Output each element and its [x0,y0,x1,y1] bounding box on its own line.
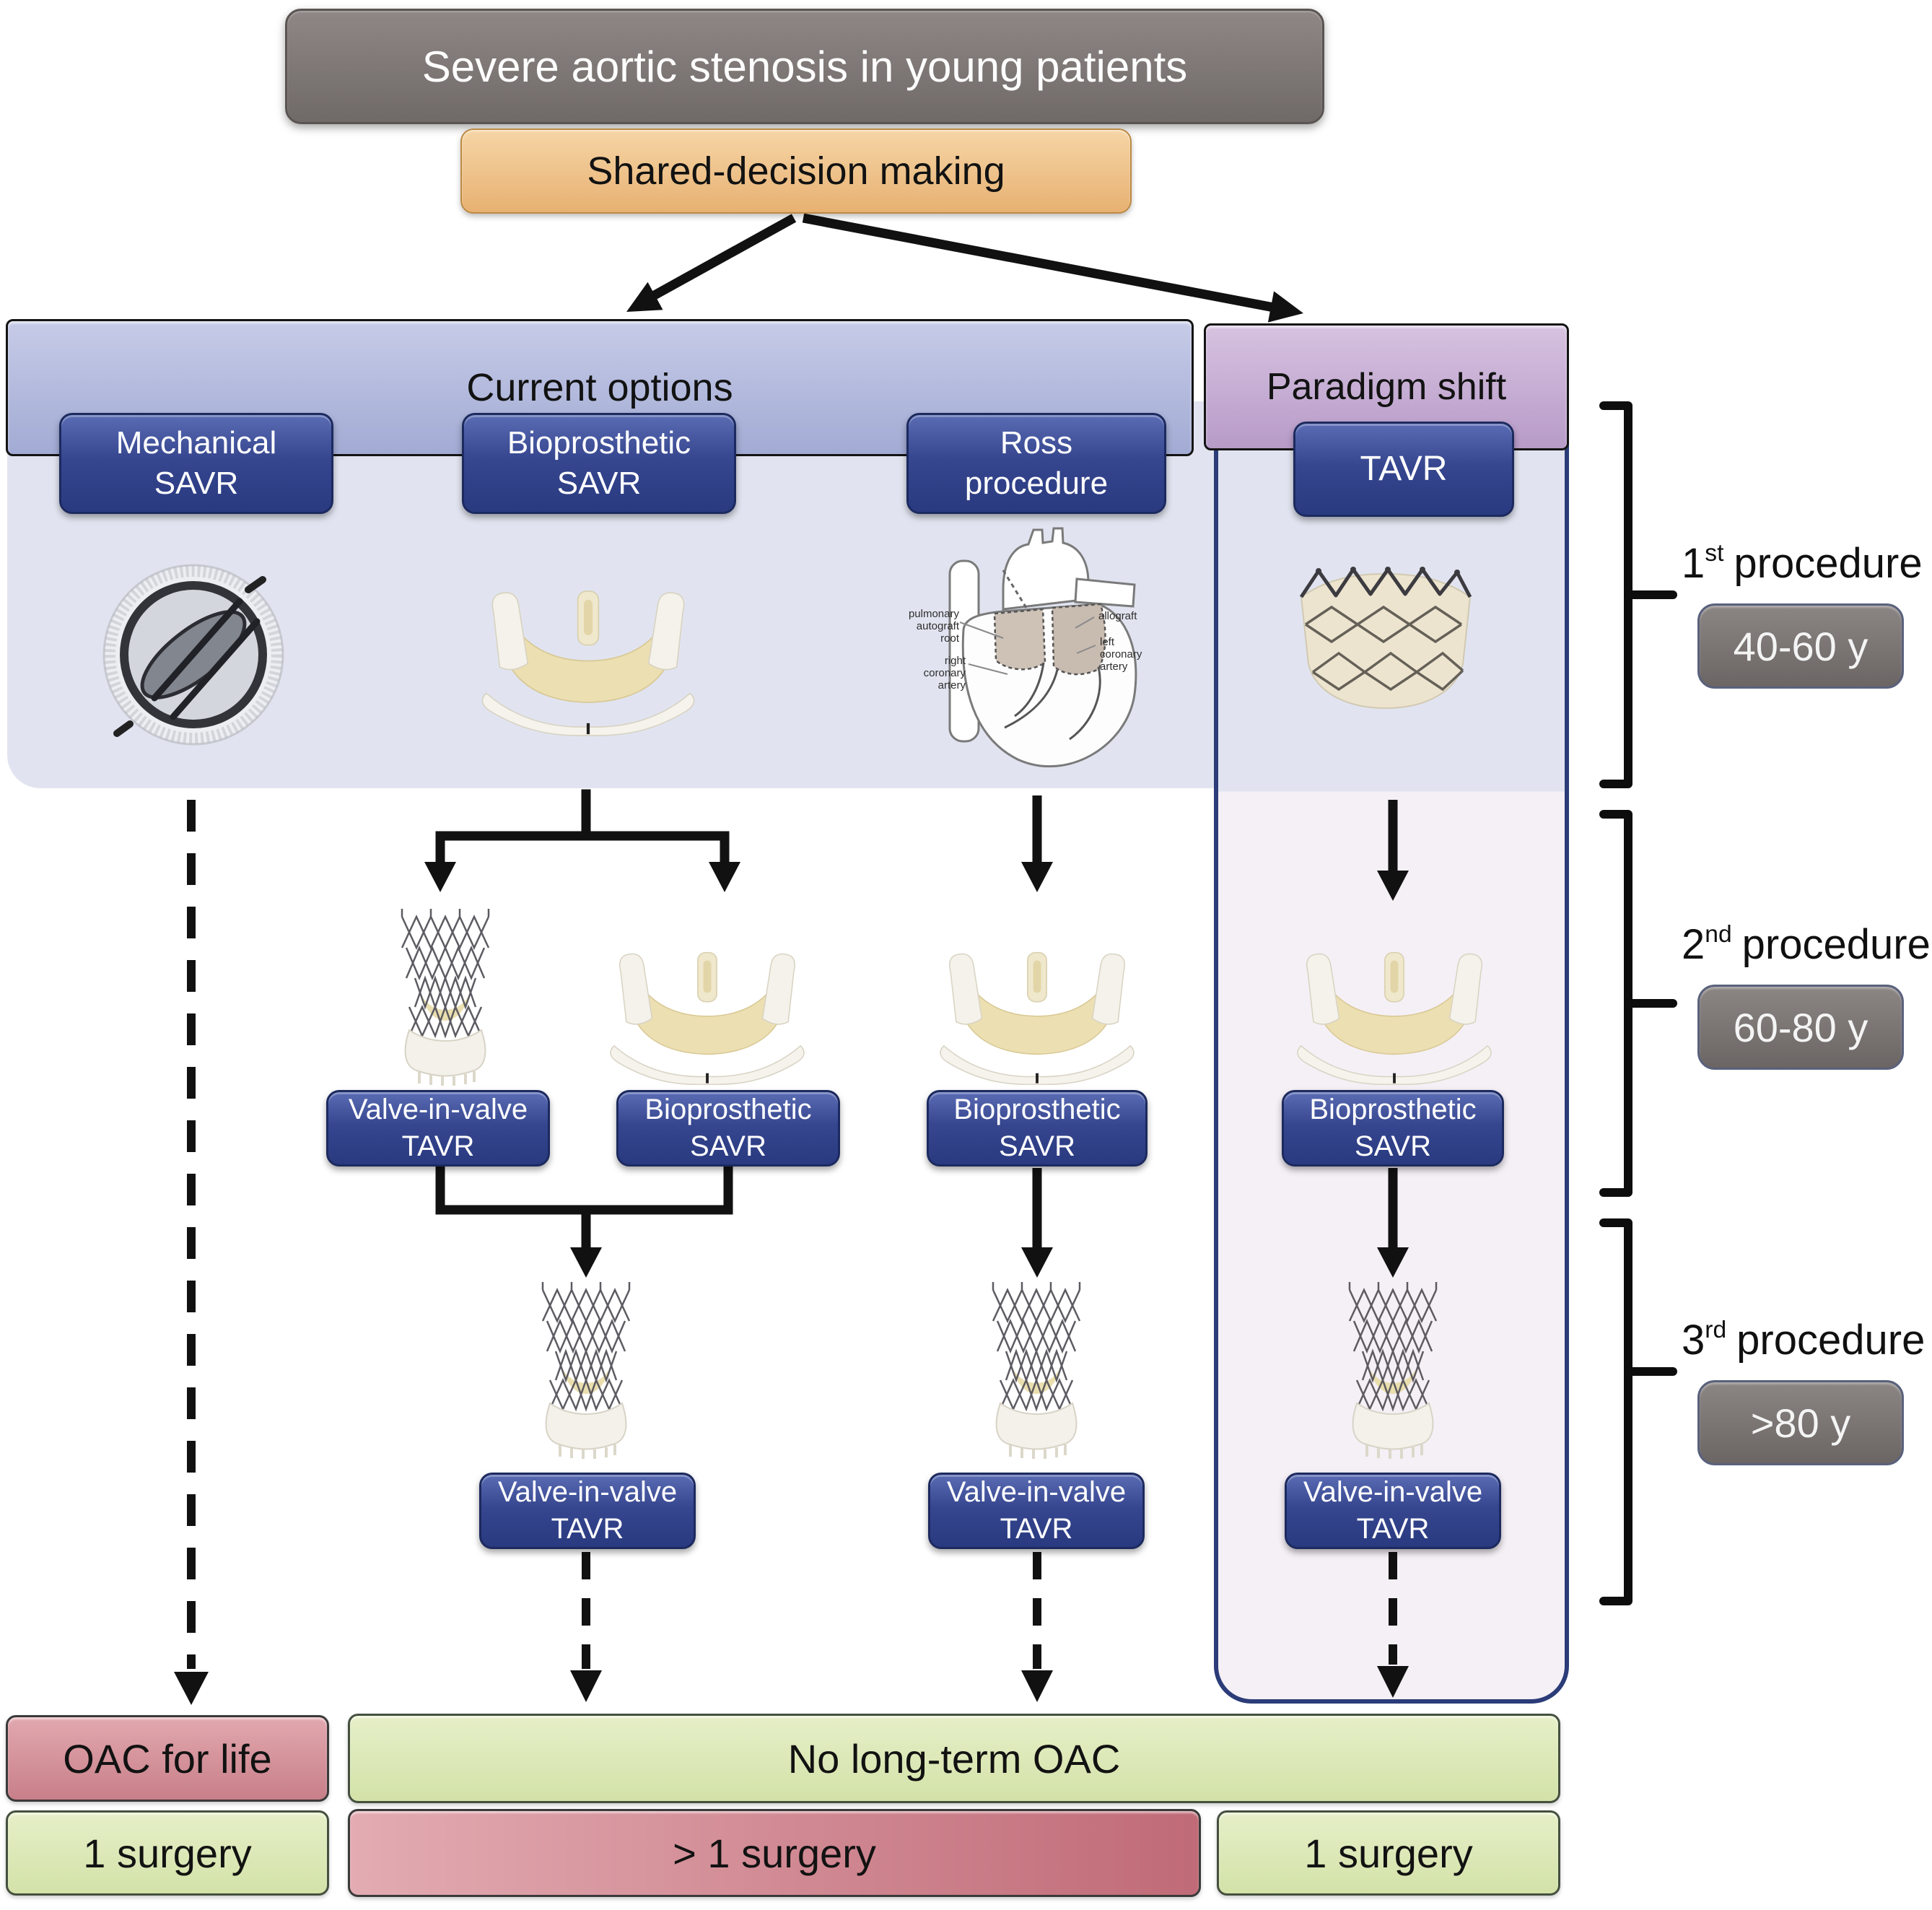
label-left-coronary-artery: left coronary artery [1100,636,1158,673]
box-one-surgery-left: 1 surgery [6,1810,329,1896]
label-allograft-text: allograft [1098,610,1137,622]
bioprosthetic-valve-image-col4 [1297,951,1492,1085]
box-mechanical-savr: Mechanical SAVR [59,413,333,514]
second-ordinal: 2 [1682,920,1705,968]
arrowhead-current [626,282,663,312]
box-row2-viv-tavr: Valve-in-valve TAVR [326,1090,550,1167]
oac-for-life-text: OAC for life [63,1735,272,1782]
page-title: Severe aortic stenosis in young patients [285,9,1324,124]
label-right-coronary-artery: right coronary artery [906,655,966,692]
label-pulmonary-text: pulmonary autograft root [908,608,959,645]
viv-tavr-stent-image-row2 [401,909,490,1086]
box-row3-viv-tavr-col3: Valve-in-valve TAVR [928,1473,1145,1549]
one-surgery-left-text: 1 surgery [83,1830,252,1876]
agebox-first-text: 40-60 y [1733,623,1868,669]
bioprosthetic-valve-image [481,590,695,736]
box-one-surgery-right: 1 surgery [1217,1810,1560,1896]
third-word: procedure [1736,1316,1926,1364]
multi-surgery-text: > 1 surgery [673,1830,876,1876]
arrowhead-mechanical-oac [174,1672,209,1705]
box-row3-viv-tavr-col4-text: Valve-in-valve TAVR [1303,1475,1483,1545]
second-word: procedure [1741,920,1931,968]
viv-tavr-stent-image-row3-col2 [541,1282,631,1459]
arrowhead-col3-row3 [1021,1247,1053,1278]
arrowhead-split-right [709,862,740,892]
arrowhead-split-left [424,862,456,892]
box-row2-bio-savr-col4-text: Bioprosthetic SAVR [1309,1093,1477,1162]
first-word: procedure [1734,539,1923,587]
box-row2-bio-savr-col3: Bioprosthetic SAVR [927,1090,1148,1167]
agebox-first: 40-60 y [1697,603,1904,689]
box-row2-viv-tavr-text: Valve-in-valve TAVR [348,1093,528,1162]
box-row3-viv-tavr-col2: Valve-in-valve TAVR [479,1473,696,1549]
ross-procedure-heart-image [948,527,1137,768]
viv-tavr-stent-image-row3-col4 [1348,1282,1438,1459]
box-oac-for-life: OAC for life [6,1715,329,1802]
bioprosthetic-valve-image-col2 [610,951,805,1085]
page-title-text: Severe aortic stenosis in young patients [421,42,1188,91]
paradigm-shift-text: Paradigm shift [1266,366,1507,408]
box-bioprosthetic-savr-text: Bioprosthetic SAVR [507,424,691,501]
box-mechanical-savr-text: Mechanical SAVR [115,424,277,501]
tavr-valve-image [1299,567,1472,710]
box-no-long-term-oac: No long-term OAC [348,1714,1560,1803]
box-row2-bio-savr-col4: Bioprosthetic SAVR [1282,1090,1504,1167]
shared-decision-box: Shared-decision making [460,128,1132,214]
box-row3-viv-tavr-col4: Valve-in-valve TAVR [1285,1473,1501,1549]
arrowhead-merge-down [570,1247,602,1278]
arrowhead-tavr-down [1377,871,1409,901]
box-tavr-text: TAVR [1360,450,1448,489]
arrowhead-ross-down [1021,862,1053,892]
arrowhead-col4-row3 [1377,1247,1409,1278]
box-row2-bio-savr-col3-text: Bioprosthetic SAVR [953,1093,1121,1162]
shared-decision-text: Shared-decision making [587,149,1005,193]
box-ross-procedure: Ross procedure [906,413,1166,514]
label-left-coronary-text: left coronary artery [1100,636,1142,673]
label-right-coronary-text: right coronary artery [923,655,966,692]
arrow-shared-to-current [650,214,797,300]
current-options-text: Current options [466,366,733,409]
arrowhead-paradigm [1267,291,1303,323]
box-tavr: TAVR [1293,422,1514,517]
box-ross-procedure-text: Ross procedure [964,424,1109,501]
arrowhead-col2-outcome [570,1670,602,1702]
third-ordinal: 3 [1682,1316,1705,1364]
agebox-third-text: >80 y [1750,1400,1851,1446]
arrowhead-col3-outcome [1021,1670,1053,1702]
agebox-third: >80 y [1697,1380,1904,1465]
mechanical-valve-image [102,564,284,746]
label-pulmonary-autograft-root: pulmonary autograft root [900,608,959,645]
arrow-shared-to-paradigm [802,213,1275,313]
bracket-third-procedure [1599,1218,1632,1605]
bioprosthetic-valve-image-col3 [940,951,1135,1085]
viv-tavr-stent-image-row3-col3 [992,1282,1081,1459]
box-row2-bio-savr-col2: Bioprosthetic SAVR [616,1090,840,1167]
label-allograft: allograft [1098,610,1167,623]
box-bioprosthetic-savr: Bioprosthetic SAVR [462,413,736,514]
box-row3-viv-tavr-col3-text: Valve-in-valve TAVR [946,1475,1127,1545]
agebox-second: 60-80 y [1697,985,1904,1070]
no-long-term-oac-text: No long-term OAC [787,1735,1121,1782]
one-surgery-right-text: 1 surgery [1304,1830,1473,1876]
agebox-second-text: 60-80 y [1733,1004,1868,1050]
arrowhead-col4-outcome [1377,1666,1409,1698]
box-row2-bio-savr-col2-text: Bioprosthetic SAVR [644,1093,812,1162]
box-multi-surgery: > 1 surgery [348,1809,1201,1897]
box-row3-viv-tavr-col2-text: Valve-in-valve TAVR [497,1475,678,1545]
first-ordinal: 1 [1682,539,1705,587]
